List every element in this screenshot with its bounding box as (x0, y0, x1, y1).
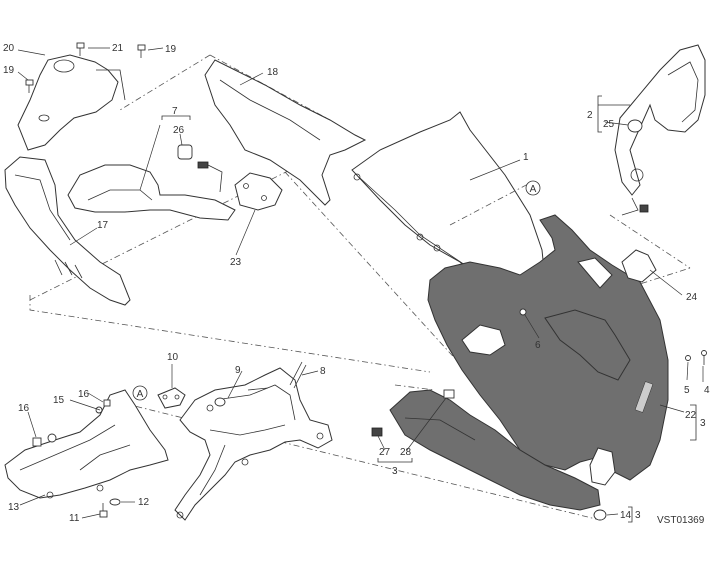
callout-16-left: 16 (18, 403, 30, 414)
callout-1: 1 (523, 152, 529, 163)
clip-10 (157, 387, 186, 409)
part-upper-left-bracket (17, 54, 126, 151)
callout-11: 11 (69, 513, 80, 524)
callout-9: 9 (235, 365, 241, 376)
svg-text:A: A (530, 184, 537, 195)
callout-10: 10 (167, 352, 179, 363)
clip-28 (371, 389, 455, 437)
callout-22: 22 (685, 410, 697, 421)
callout-25: 25 (603, 119, 615, 130)
bolt-8 (289, 361, 307, 389)
callout-2: 2 (587, 110, 593, 121)
callout-14: 14 (620, 510, 632, 521)
callout-18: 18 (267, 67, 279, 78)
screw-19-top (137, 44, 146, 58)
callout-12: 12 (138, 497, 150, 508)
callout-4: 4 (704, 385, 710, 396)
screw-21 (76, 42, 85, 56)
diagram-code: VST01369 (657, 515, 705, 526)
part-mirror-7 (67, 164, 236, 221)
callout-7: 7 (172, 106, 178, 117)
callout-brackets (161, 95, 697, 523)
callout-20: 20 (3, 43, 15, 54)
callout-6: 6 (535, 340, 541, 351)
svg-text:A: A (137, 389, 144, 400)
callout-8: 8 (320, 366, 326, 377)
callout-labels: 20 21 19 19 18 7 26 1 2 25 17 23 24 6 10… (3, 43, 710, 524)
part-frame-bracket (174, 367, 333, 521)
callout-15: 15 (53, 395, 65, 406)
part-side-panel-18 (204, 59, 367, 206)
fastener-15 (47, 406, 103, 443)
part-front-fairing-grey (427, 214, 669, 486)
callout-19-top: 19 (165, 44, 177, 55)
part-lower-left-panel-13 (4, 389, 169, 499)
fastener-16 (32, 399, 111, 447)
mirror-bracket-26 (177, 144, 223, 193)
bracket-24 (621, 197, 657, 283)
screw-6 (519, 308, 527, 316)
callout-16-right: 16 (78, 389, 90, 400)
callout-27: 27 (379, 447, 391, 458)
callout-3-lower: 3 (635, 510, 641, 521)
part-side-panel-17 (4, 156, 131, 306)
callout-28: 28 (400, 447, 412, 458)
screw-19-left (25, 79, 34, 93)
callout-13: 13 (8, 502, 20, 513)
nut-14 (593, 509, 607, 521)
detail-marker-a-bottom: A (132, 385, 148, 401)
callout-23: 23 (230, 257, 242, 268)
part-cover-23 (234, 172, 283, 211)
part-lower-fairing-grey (389, 389, 601, 511)
part-windscreen-1 (351, 111, 546, 306)
leader-lines (17, 47, 704, 519)
screw-4 (701, 350, 707, 365)
callout-24: 24 (686, 292, 698, 303)
nut-9 (214, 387, 269, 407)
callout-17: 17 (97, 220, 109, 231)
callout-26: 26 (173, 125, 185, 136)
callout-3-right: 3 (700, 418, 706, 429)
washer-12 (109, 498, 121, 506)
fairing-logo-text (634, 381, 654, 413)
bolt-11 (99, 503, 108, 518)
callout-21: 21 (112, 43, 124, 54)
washer-5 (685, 355, 691, 361)
part-mirror-right-2 (614, 44, 706, 196)
detail-marker-a-top: A (525, 180, 541, 196)
callout-3-bottom: 3 (392, 466, 398, 477)
washer-25 (627, 119, 643, 133)
callout-19-left: 19 (3, 65, 15, 76)
callout-5: 5 (684, 385, 690, 396)
